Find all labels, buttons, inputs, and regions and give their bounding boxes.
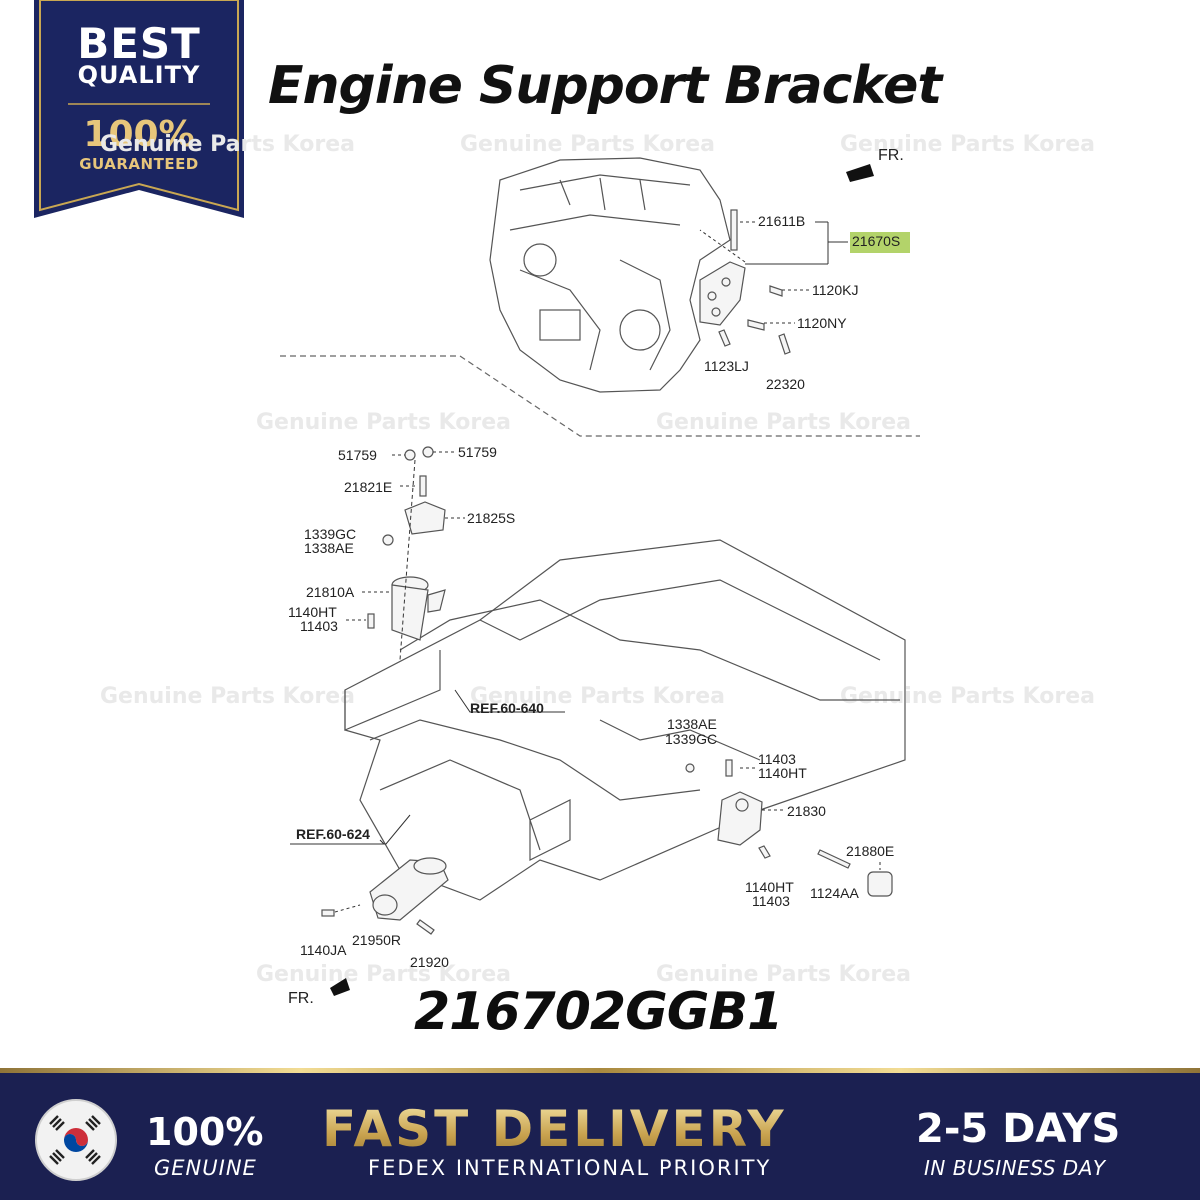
footer-days: 2-5 DAYS bbox=[916, 1106, 1121, 1152]
part-label: 1338AE bbox=[667, 716, 717, 732]
korea-flag-icon bbox=[35, 1099, 117, 1181]
part-label: 1140JA bbox=[300, 942, 347, 958]
part-label: 1339GC bbox=[304, 526, 357, 542]
part-label: 1338AE bbox=[304, 540, 354, 556]
part-label: 21880E bbox=[846, 843, 895, 859]
part-label: 11403 bbox=[758, 751, 796, 767]
highlight-box bbox=[850, 232, 910, 253]
part-label: 21920 bbox=[410, 954, 449, 970]
badge-quality: QUALITY bbox=[77, 61, 201, 89]
fr-arrow-bottom bbox=[330, 978, 350, 996]
roll-rod bbox=[321, 857, 449, 935]
highlighted-part-label: 21670S bbox=[852, 233, 901, 249]
watermark: Genuine Parts Korea bbox=[840, 684, 1095, 709]
ref-label: REF.60-640 bbox=[470, 700, 544, 716]
subframe bbox=[344, 539, 906, 901]
part-label: 21830 bbox=[787, 803, 826, 819]
footer-fedex: FEDEX INTERNATIONAL PRIORITY bbox=[368, 1156, 772, 1180]
part-label: 21611B bbox=[758, 213, 806, 229]
part-label: 11403 bbox=[752, 893, 790, 909]
part-label: 21821E bbox=[344, 479, 393, 495]
part-number: 216702GGB1 bbox=[414, 982, 783, 1042]
mount-right bbox=[685, 759, 893, 897]
badge-percent: 100% bbox=[83, 114, 195, 155]
part-label: 21950R bbox=[352, 932, 402, 948]
watermark: Genuine Parts Korea bbox=[100, 132, 355, 157]
engine-block bbox=[489, 157, 731, 393]
footer-banner bbox=[0, 1068, 1200, 1200]
mount-upper bbox=[367, 446, 446, 641]
watermark: Genuine Parts Korea bbox=[656, 410, 911, 435]
watermark: Genuine Parts Korea bbox=[256, 410, 511, 435]
watermark: Genuine Parts Korea bbox=[460, 132, 715, 157]
fr-label-bottom: FR. bbox=[288, 990, 314, 1007]
watermark: Genuine Parts Korea bbox=[256, 962, 511, 987]
fr-label-top: FR. bbox=[878, 147, 904, 164]
badge-guaranteed: GUARANTEED bbox=[79, 155, 199, 173]
part-label: 1140HT bbox=[745, 879, 794, 895]
part-label: 1124AA bbox=[810, 885, 859, 901]
page-title: Engine Support Bracket bbox=[268, 56, 942, 116]
footer-gold-line bbox=[0, 1068, 1200, 1073]
part-label: 21825S bbox=[467, 510, 516, 526]
part-label: 51759 bbox=[458, 444, 497, 460]
part-label: 21810A bbox=[306, 584, 355, 600]
parts-diagram bbox=[280, 157, 920, 996]
ref-label: REF.60-624 bbox=[296, 826, 370, 842]
footer-business-day: IN BUSINESS DAY bbox=[924, 1156, 1106, 1180]
watermark: Genuine Parts Korea bbox=[840, 132, 1095, 157]
watermark: Genuine Parts Korea bbox=[656, 962, 911, 987]
support-bracket bbox=[699, 209, 791, 355]
part-label: 1339GC bbox=[665, 731, 718, 747]
footer-genuine-percent: 100% bbox=[146, 1110, 264, 1154]
watermark: Genuine Parts Korea bbox=[100, 684, 355, 709]
footer-genuine-label: GENUINE bbox=[154, 1156, 257, 1180]
part-label: 11403 bbox=[300, 618, 338, 634]
watermark: Genuine Parts Korea bbox=[470, 684, 725, 709]
fr-arrow-top bbox=[846, 164, 874, 182]
part-label: 1140HT bbox=[758, 765, 807, 781]
part-label: 1120NY bbox=[797, 315, 847, 331]
footer-fast-delivery: FAST DELIVERY bbox=[322, 1100, 787, 1158]
part-label: 1120KJ bbox=[812, 282, 859, 298]
part-label: 1123LJ bbox=[704, 358, 749, 374]
quality-badge: BEST QUALITY 100% GUARANTEED bbox=[34, 0, 244, 220]
part-label: 1140HT bbox=[288, 604, 337, 620]
part-label: 51759 bbox=[338, 447, 377, 463]
badge-shape bbox=[34, 0, 244, 218]
part-label: 22320 bbox=[766, 376, 805, 392]
badge-best: BEST bbox=[77, 19, 201, 68]
